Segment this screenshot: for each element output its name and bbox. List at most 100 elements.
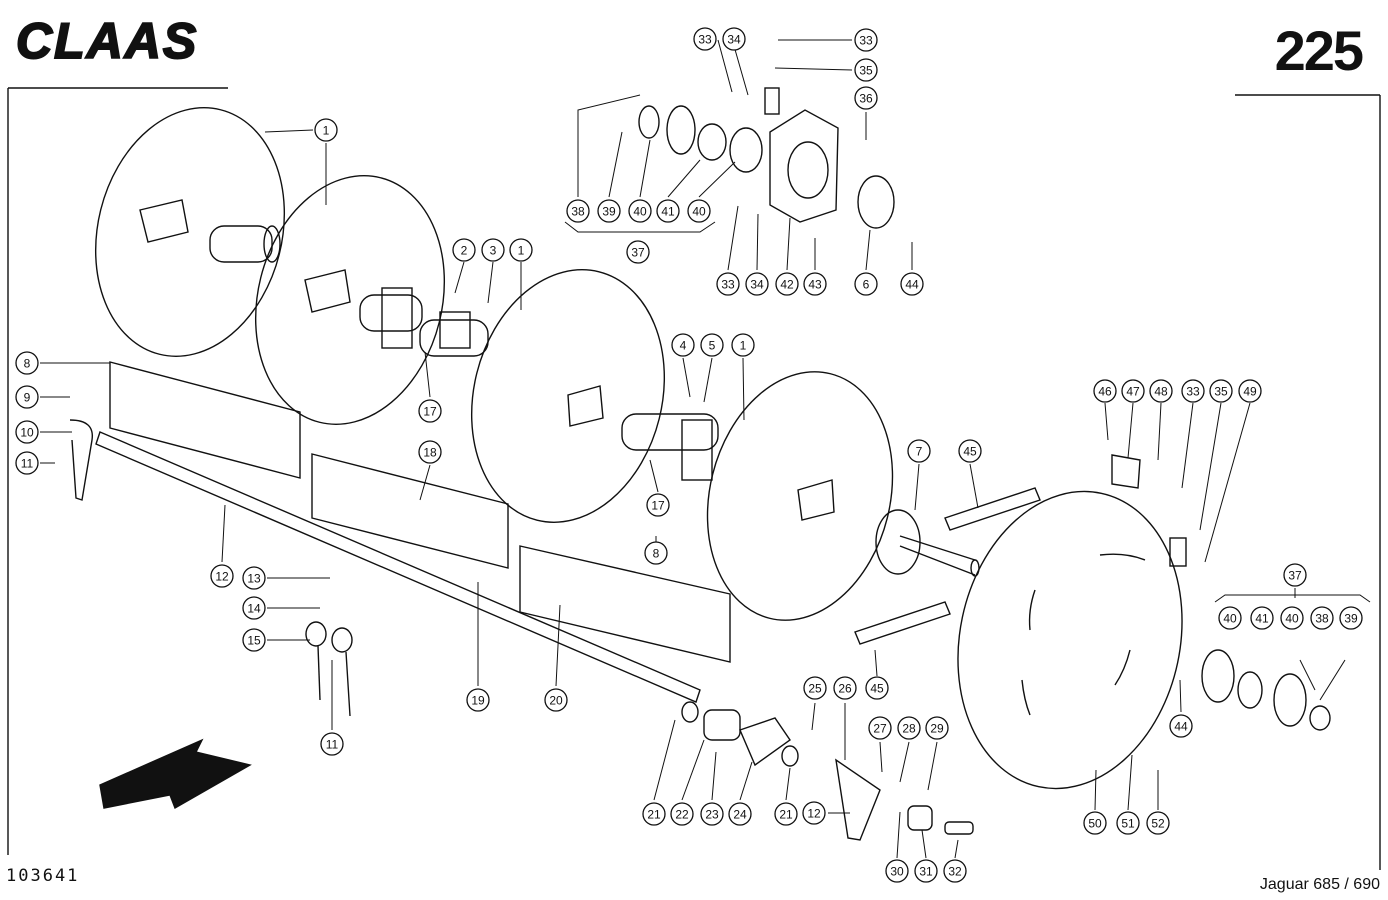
callout-circle [731,333,755,357]
callout-label: 33 [721,278,735,292]
callout-circle [656,199,680,223]
callout-3: 3 [481,238,505,262]
callout-label: 20 [549,694,563,708]
callout-circle [15,451,39,475]
callout-label: 40 [633,205,647,219]
callout-19: 19 [466,688,490,712]
callout-circle [868,716,892,740]
callout-circle [642,802,666,826]
callout-label: 39 [602,205,616,219]
callout-circle [803,272,827,296]
callout-circle [943,859,967,883]
callout-10: 10 [15,420,39,444]
direction-arrow [99,738,252,810]
claas-logo: CLAAS [14,12,234,70]
callout-circle [1339,606,1363,630]
callout-41: 41 [656,199,680,223]
callout-circle [802,801,826,825]
callout-circle [897,716,921,740]
callout-label: 1 [323,124,330,138]
callout-label: 44 [905,278,919,292]
callout-40: 40 [687,199,711,223]
callout-circle [671,333,695,357]
callout-circle [1121,379,1145,403]
callout-label: 10 [20,426,34,440]
callout-2: 2 [452,238,476,262]
callout-4: 4 [671,333,695,357]
callout-circle [418,440,442,464]
callout-label: 8 [24,357,31,371]
callout-label: 33 [1186,385,1200,399]
callout-circle [597,199,621,223]
callout-circle [1250,606,1274,630]
callout-49: 49 [1238,379,1262,403]
callout-circle [1238,379,1262,403]
callout-label: 42 [780,278,794,292]
callout-label: 7 [916,445,923,459]
callout-35: 35 [1209,379,1233,403]
callout-circle [1181,379,1205,403]
callout-circle [722,27,746,51]
callout-label: 30 [890,865,904,879]
callout-circle [774,802,798,826]
callout-circle [854,272,878,296]
callout-label: 12 [215,570,229,584]
callout-label: 40 [1223,612,1237,626]
callout-circle [670,802,694,826]
callout-11: 11 [320,732,344,756]
disc-1-left [94,107,286,357]
callout-label: 21 [647,808,661,822]
callout-circle [914,859,938,883]
callout-circle [1283,563,1307,587]
callout-45: 45 [865,676,889,700]
strip-45-lower [854,601,951,645]
callout-51: 51 [1116,811,1140,835]
callout-circle [15,420,39,444]
callout-21: 21 [642,802,666,826]
callout-circle [544,688,568,712]
callout-circle [1083,811,1107,835]
callout-label: 5 [709,339,716,353]
callout-label: 6 [863,278,870,292]
callout-label: 41 [1255,612,1269,626]
callout-circle [907,439,931,463]
callout-29: 29 [925,716,949,740]
callout-label: 48 [1154,385,1168,399]
cover-disc-50 [957,490,1183,790]
callout-label: 3 [490,244,497,258]
callout-circle [1149,379,1173,403]
callout-label: 14 [247,602,261,616]
callout-circle [452,238,476,262]
callout-41: 41 [1250,606,1274,630]
callout-44: 44 [1169,714,1193,738]
callout-label: 33 [698,33,712,47]
callout-circle [628,199,652,223]
callout-label: 31 [919,865,933,879]
bearing-parts-lower [681,701,974,841]
callout-18: 18 [418,440,442,464]
callout-label: 18 [423,446,437,460]
callout-circle [900,272,924,296]
callout-label: 40 [692,205,706,219]
callout-40: 40 [628,199,652,223]
callout-34: 34 [722,27,746,51]
callout-label: 37 [1288,569,1302,583]
callout-5: 5 [700,333,724,357]
callout-label: 26 [838,682,852,696]
callout-circle [466,688,490,712]
callout-43: 43 [803,272,827,296]
callout-label: 43 [808,278,822,292]
callout-38: 38 [566,199,590,223]
callout-44: 44 [900,272,924,296]
callout-39: 39 [1339,606,1363,630]
callout-label: 41 [661,205,675,219]
callout-48: 48 [1149,379,1173,403]
bearing-assembly-right [1111,454,1331,731]
leader-lines [40,39,1371,859]
callout-8: 8 [644,541,668,565]
callout-circle [15,351,39,375]
springs-15 [305,621,353,717]
callout-25: 25 [803,676,827,700]
callout-circle [693,27,717,51]
